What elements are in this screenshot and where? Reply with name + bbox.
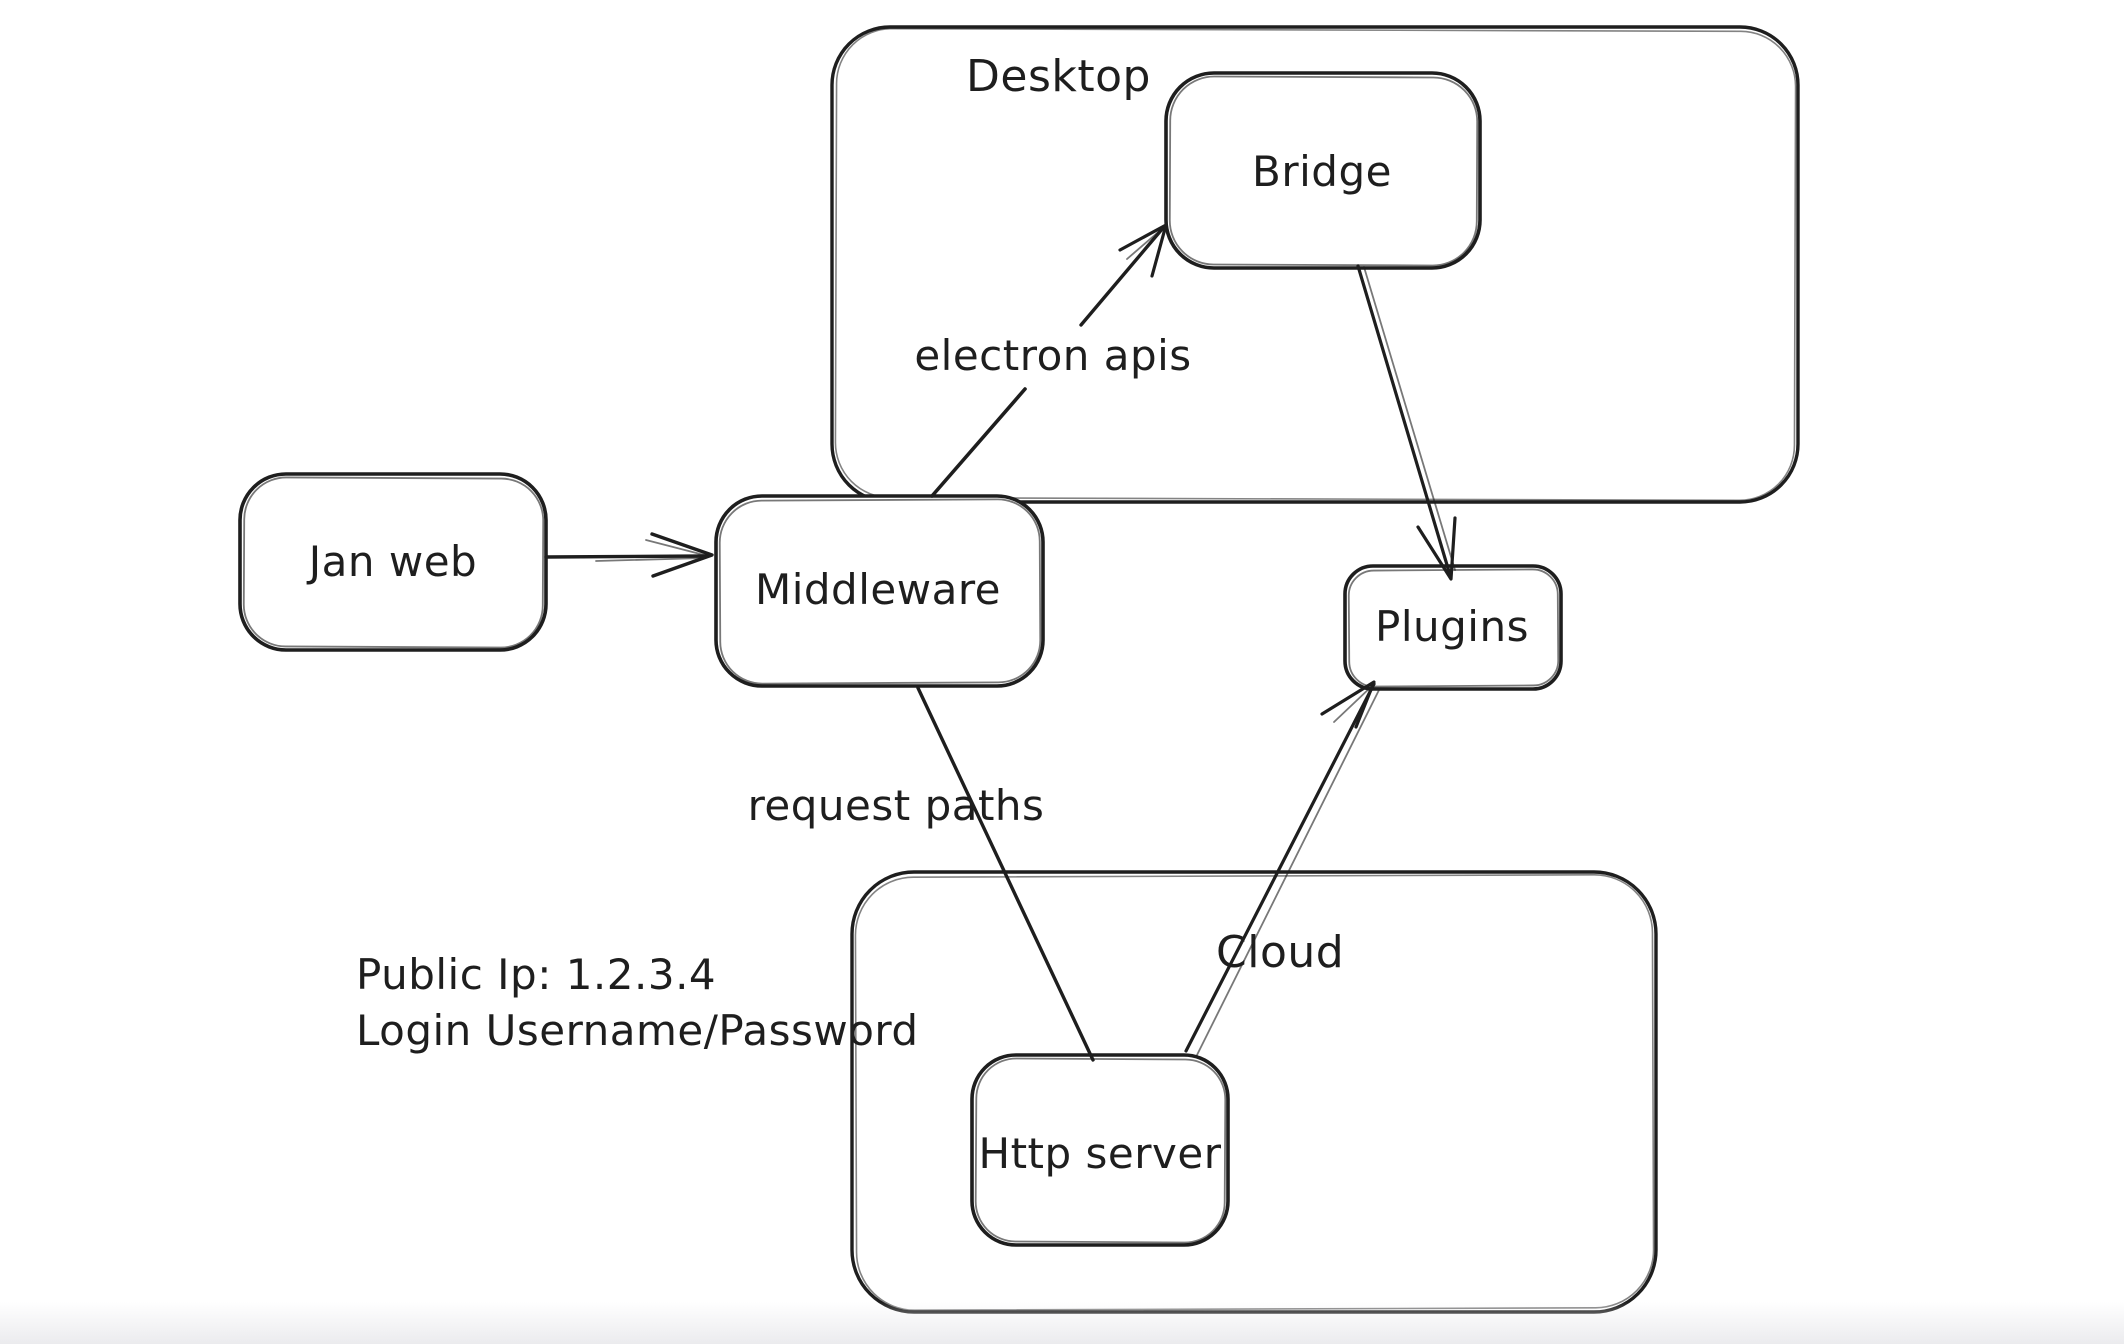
http-server-node-box[interactable]	[970, 1053, 1230, 1247]
edge-middleware-to-bridge[interactable]	[930, 223, 1168, 498]
middleware-node-box[interactable]	[714, 494, 1045, 688]
desktop-container-label[interactable]: Desktop	[966, 51, 1151, 102]
plugins-node-box[interactable]	[1343, 564, 1563, 691]
plugins-node-label[interactable]: Plugins	[1375, 601, 1529, 651]
middleware-node-label[interactable]: Middleware	[754, 564, 1002, 614]
bridge-node-box[interactable]	[1164, 71, 1482, 270]
edge-bridge-to-plugins[interactable]	[1356, 264, 1457, 581]
cloud-container-label[interactable]: Cloud	[1216, 927, 1345, 978]
http-server-node-label[interactable]: Http server	[978, 1128, 1222, 1178]
edge-label-request-paths[interactable]: request paths	[747, 780, 1045, 830]
desktop-container-box[interactable]	[830, 25, 1800, 504]
jan-web-node-box[interactable]	[238, 472, 548, 652]
edge-middleware-to-http-server[interactable]	[916, 686, 1095, 1062]
edge-jan-web-to-middleware[interactable]	[544, 532, 714, 578]
jan-web-node-label[interactable]: Jan web	[308, 536, 478, 586]
bridge-node-label[interactable]: Bridge	[1252, 146, 1392, 196]
edge-label-electron-apis[interactable]: electron apis	[914, 330, 1192, 380]
annotation-public-ip[interactable]: Public Ip: 1.2.3.4	[356, 950, 717, 999]
annotation-login-credentials[interactable]: Login Username/Password	[356, 1006, 919, 1055]
edge-http-server-to-plugins[interactable]	[1184, 680, 1380, 1056]
